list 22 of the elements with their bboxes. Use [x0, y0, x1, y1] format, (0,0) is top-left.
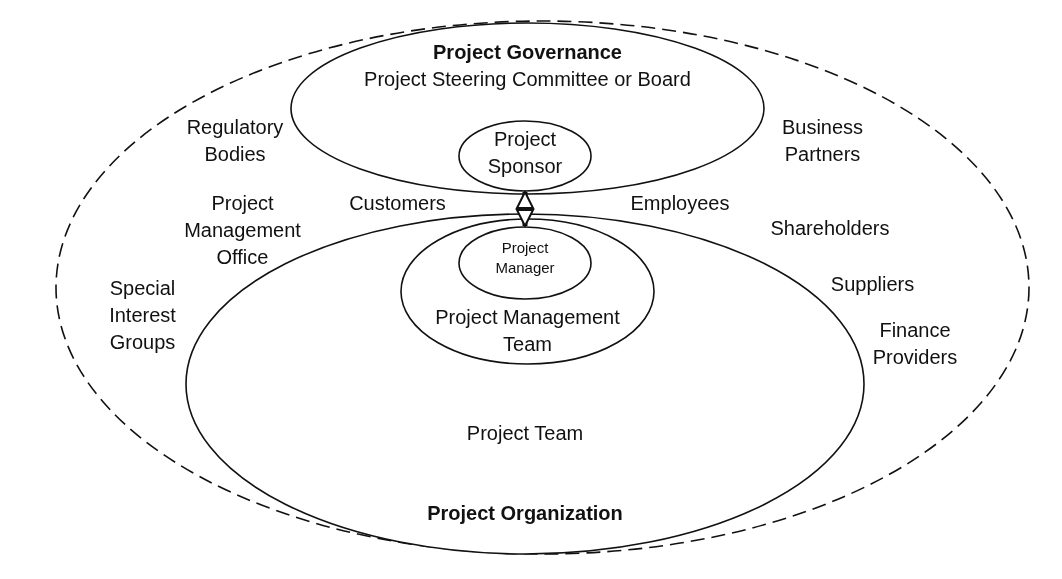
- stakeholder-label: Regulatory Bodies: [185, 115, 285, 167]
- region-label: Project Manager: [494, 238, 556, 278]
- stakeholder-label: Suppliers: [829, 272, 916, 297]
- region-heading: Project Governance: [433, 40, 622, 65]
- stakeholder-label: Customers: [348, 191, 447, 216]
- stakeholder-label: Special Interest Groups: [108, 276, 177, 355]
- oval-region: [458, 120, 592, 192]
- oval-region: [290, 22, 765, 195]
- oval-region: [400, 218, 655, 365]
- stakeholder-label: Finance Providers: [871, 318, 959, 370]
- region-label: Project Sponsor: [486, 127, 564, 179]
- region-heading: Project Organization: [427, 501, 623, 526]
- dashed-oval-boundary: [55, 20, 1030, 555]
- region-label: Project Management Team: [434, 305, 621, 357]
- double-arrow: [516, 191, 534, 227]
- stakeholder-label: Business Partners: [780, 115, 865, 167]
- region-label: Project Steering Committee or Board: [364, 67, 691, 92]
- stakeholder-label: Project Management Office: [183, 191, 302, 270]
- stakeholder-label: Employees: [629, 191, 731, 216]
- oval-region: [458, 226, 592, 300]
- region-label: Project Team: [466, 421, 584, 446]
- stakeholder-label: Shareholders: [769, 216, 891, 241]
